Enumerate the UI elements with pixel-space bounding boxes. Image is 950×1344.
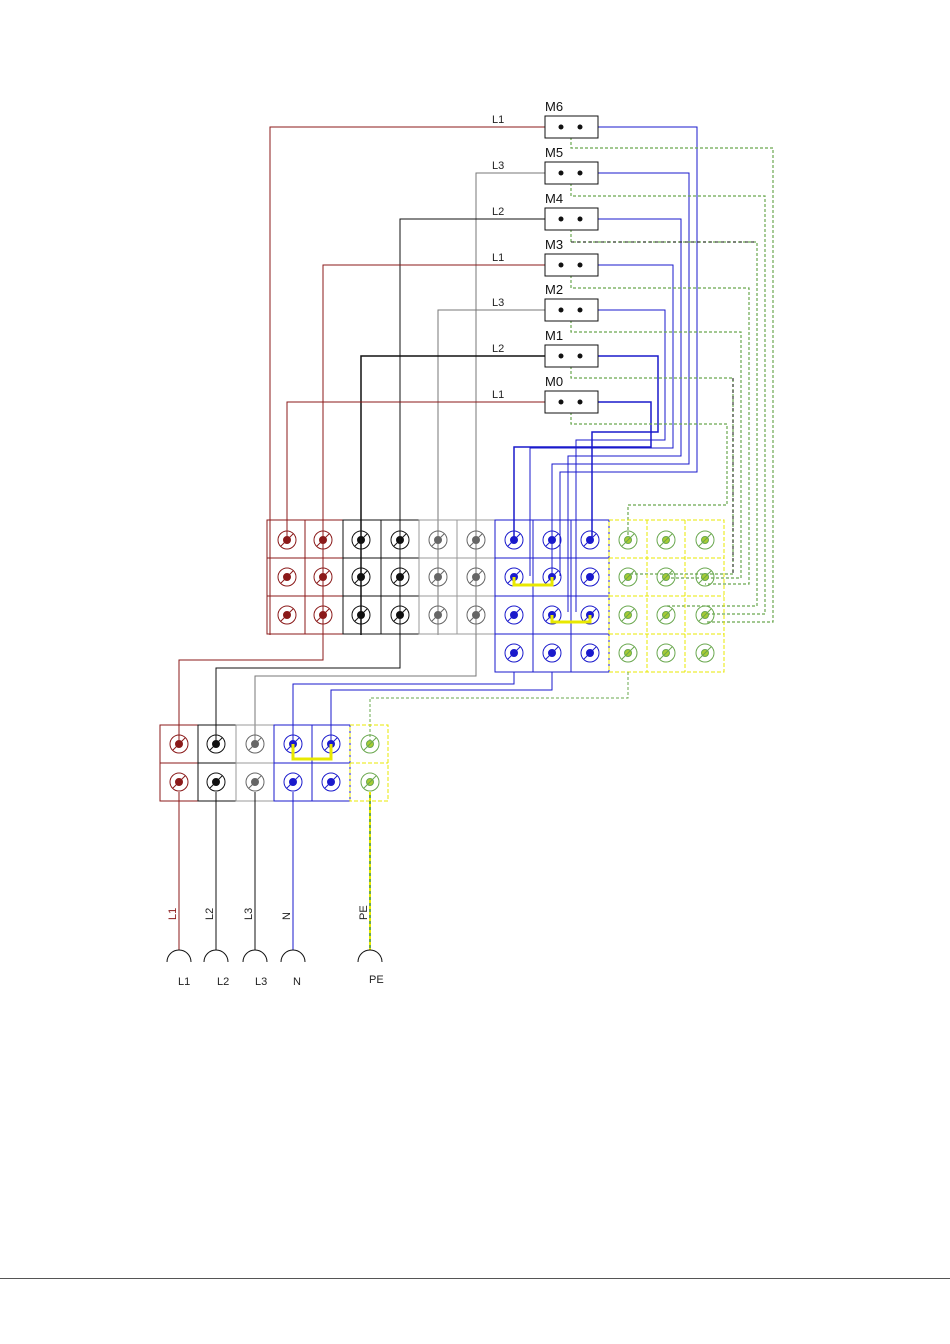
modules: M6 L1 M5 L3 M4 L2 M3 L1 M2 L3	[492, 99, 598, 413]
wire-label-l1: L1	[167, 908, 179, 920]
module-phase-label: L1	[492, 114, 504, 126]
module-m4: M4 L2	[492, 191, 598, 230]
module-phase-label: L3	[492, 297, 504, 309]
module-m1: M1 L2	[492, 328, 598, 367]
lower-terminal-block	[160, 725, 388, 801]
module-label: M1	[545, 328, 563, 343]
module-phase-label: L1	[492, 389, 504, 401]
wire-m1-l2	[361, 356, 545, 635]
terminal-label-l1: L1	[178, 976, 190, 988]
module-m0: M0 L1	[492, 374, 598, 413]
wire-m0-l1	[287, 402, 545, 540]
page-footer-rule	[0, 1278, 950, 1279]
wire-label-l2: L2	[204, 908, 216, 920]
module-label: M0	[545, 374, 563, 389]
terminal-label-n: N	[293, 976, 301, 988]
module-phase-label: L1	[492, 252, 504, 264]
module-phase-label: L2	[492, 343, 504, 355]
supply-wire-labels: L1 L2 L3 N PE	[167, 905, 370, 920]
module-label: M2	[545, 282, 563, 297]
wire-m5-l3	[476, 173, 545, 635]
module-label: M4	[545, 191, 563, 206]
wire-label-n: N	[281, 912, 293, 920]
terminal-label-l3: L3	[255, 976, 267, 988]
wire-label-pe: PE	[358, 905, 370, 920]
wire-m6-l1	[270, 127, 545, 635]
terminal-label-pe: PE	[369, 974, 384, 986]
module-wires	[270, 127, 773, 635]
supply-lines	[167, 792, 382, 962]
module-label: M6	[545, 99, 563, 114]
module-m5: M5 L3	[492, 145, 598, 184]
wire-m4-l2	[400, 219, 545, 635]
upper-terminal-block	[267, 520, 724, 672]
module-label: M3	[545, 237, 563, 252]
module-m3: M3 L1	[492, 237, 598, 276]
wire-label-l3: L3	[243, 908, 255, 920]
terminal-label-l2: L2	[217, 976, 229, 988]
jumper-bridges	[514, 577, 590, 622]
supply-terminal-labels: L1 L2 L3 N PE	[178, 974, 384, 988]
module-m6: M6 L1	[492, 99, 598, 138]
module-phase-label: L2	[492, 206, 504, 218]
module-m2: M2 L3	[492, 282, 598, 321]
module-phase-label: L3	[492, 160, 504, 172]
module-label: M5	[545, 145, 563, 160]
